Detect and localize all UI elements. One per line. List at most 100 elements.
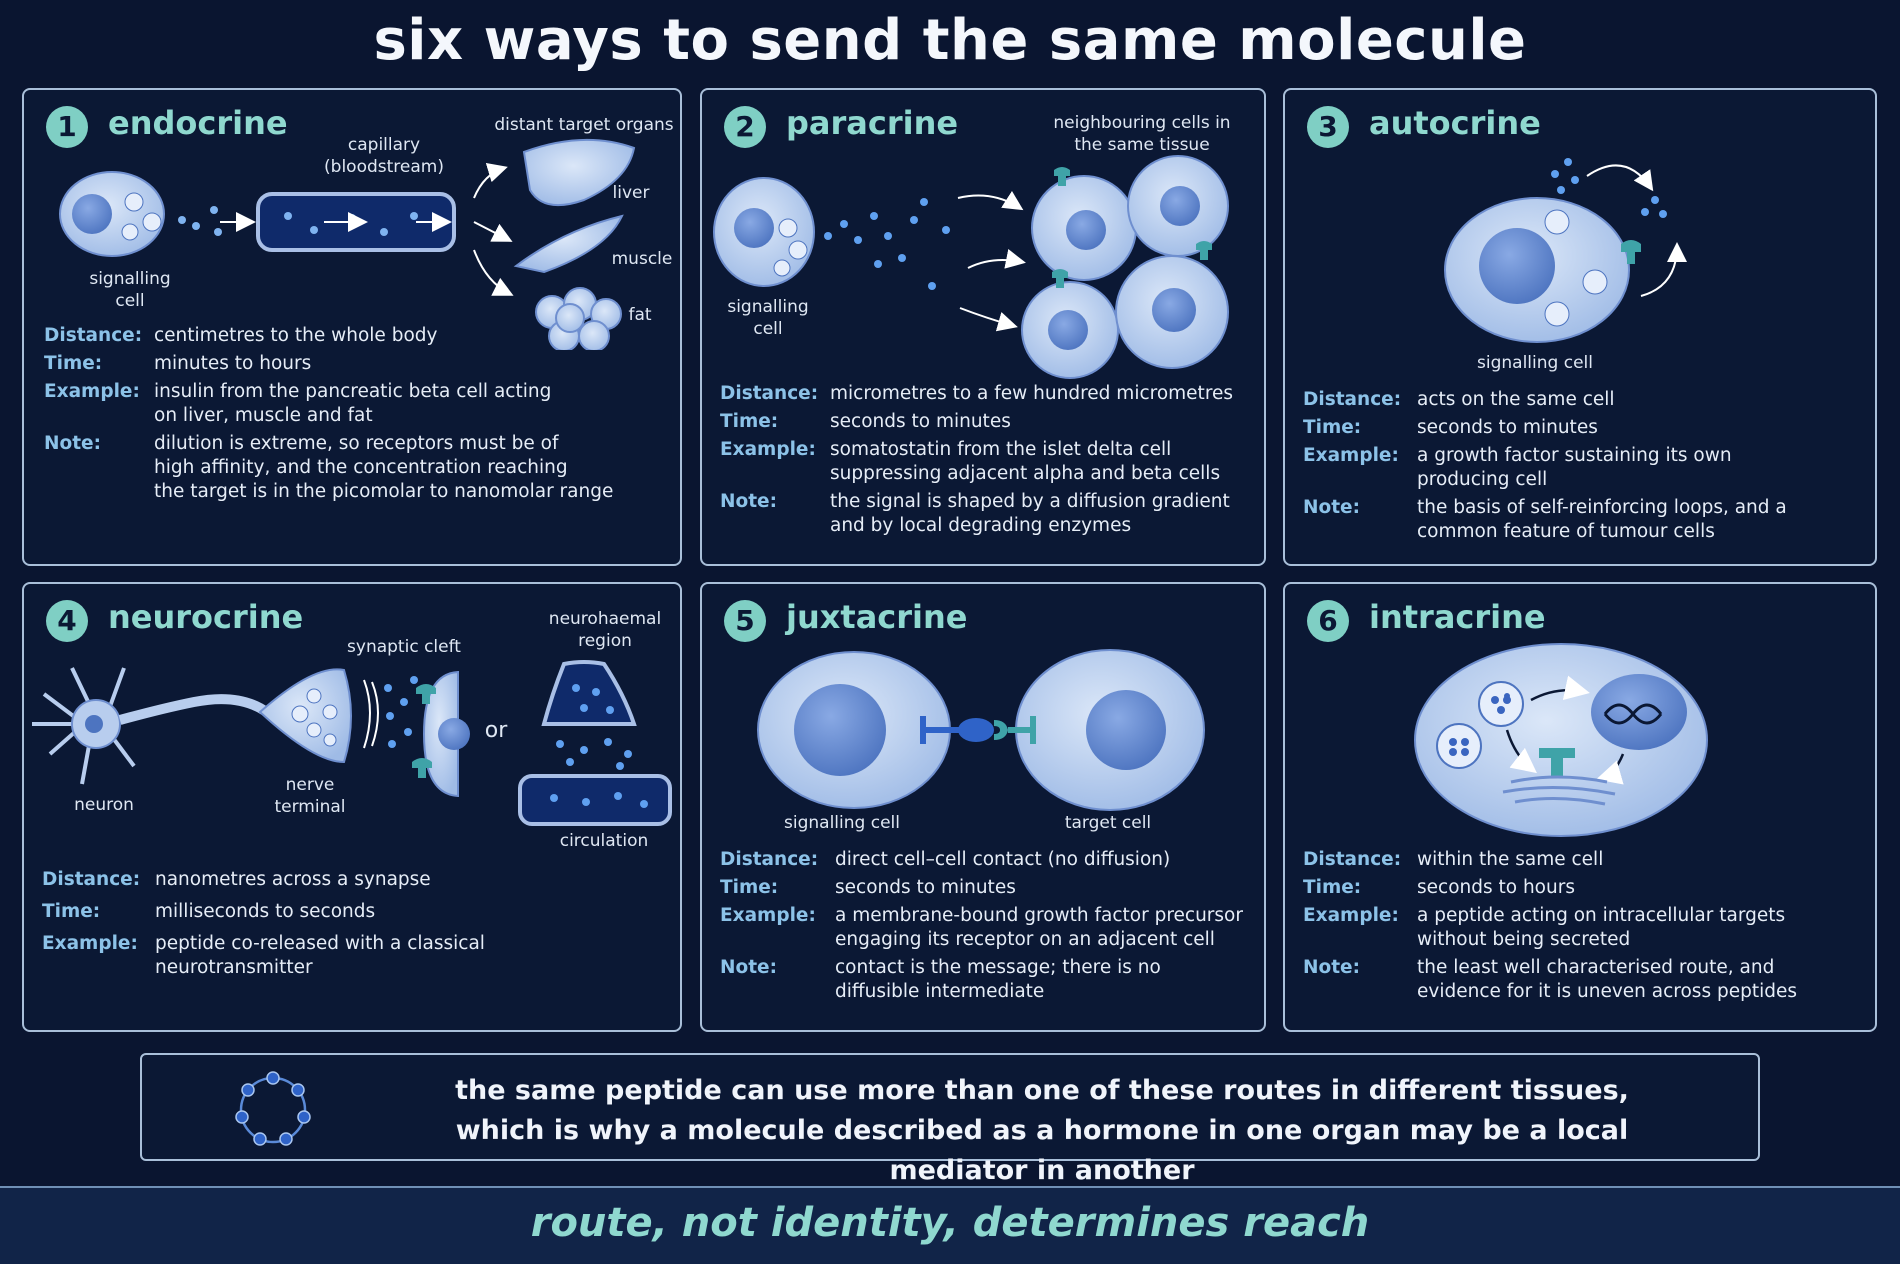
distance-key: Distance: (1303, 389, 1402, 410)
tagline-band: route, not identity, determines reach (0, 1186, 1900, 1264)
receptor-icon (994, 716, 1036, 744)
panel-number-badge: 3 (1307, 106, 1349, 148)
label-signalling-cell: signalling cell (1477, 353, 1593, 373)
example-key: Example: (1303, 445, 1399, 466)
distance-value: centimetres to the whole body (154, 325, 438, 346)
example-value: peptide co-released with a classical neu… (155, 933, 485, 978)
note-key: Note: (720, 491, 777, 512)
label-neurohaemal-region: neurohaemal region (548, 609, 662, 651)
time-key: Time: (42, 901, 101, 922)
distance-key: Distance: (44, 325, 143, 346)
panel-number-badge: 2 (724, 106, 766, 148)
panel-paracrine: 2 paracrine neighbouring cells (700, 88, 1266, 566)
juxtacrine-illustration (757, 649, 1205, 811)
time-key: Time: (720, 411, 779, 432)
distance-key: Distance: (720, 849, 819, 870)
signalling-cell-icon (713, 177, 815, 287)
neurohaemal-icon (518, 660, 672, 826)
label-capillary: capillary (bloodstream) (324, 135, 444, 177)
paracrine-illustration (713, 155, 1229, 379)
signalling-cell-icon (757, 651, 951, 809)
example-key: Example: (720, 905, 816, 926)
distance-value: nanometres across a synapse (155, 869, 431, 890)
distance-value: direct cell–cell contact (no diffusion) (835, 849, 1171, 870)
neighbouring-cells-icon (1021, 155, 1229, 379)
example-value: a growth factor sustaining its own produ… (1417, 445, 1732, 490)
time-value: seconds to hours (1417, 877, 1575, 898)
note-value: the least well characterised route, and … (1417, 957, 1797, 1002)
label-target-cell: target cell (1064, 813, 1152, 833)
time-key: Time: (1303, 417, 1362, 438)
example-value: a peptide acting on intracellular target… (1417, 905, 1786, 950)
signal-molecules-icon (178, 206, 222, 236)
muscle-icon (513, 214, 624, 274)
label-signalling-cell: signalling cell (89, 269, 171, 311)
example-value: a membrane-bound growth factor precursor… (835, 905, 1243, 950)
liver-icon (522, 138, 636, 207)
panel-number-badge: 4 (46, 600, 88, 642)
time-key: Time: (720, 877, 779, 898)
signalling-cell-icon (1444, 197, 1630, 343)
panel-title: endocrine (108, 104, 288, 142)
example-key: Example: (42, 933, 138, 954)
distance-value: acts on the same cell (1417, 389, 1615, 410)
autocrine-illustration (1444, 158, 1687, 343)
panel-autocrine: 3 autocrine signalling cell Distance:act… (1283, 88, 1877, 566)
label-signalling-cell: signalling cell (727, 297, 809, 339)
distance-value: within the same cell (1417, 849, 1604, 870)
label-fat: fat (628, 305, 652, 325)
panel-neurocrine: 4 neurocrine syn (22, 582, 682, 1032)
capillary-icon (256, 192, 456, 252)
receptor-icon (1539, 748, 1575, 778)
membrane-ligand-icon (920, 716, 994, 744)
panel-title: paracrine (786, 104, 959, 142)
signal-molecules-icon (384, 676, 418, 748)
receptor-icon (1621, 240, 1641, 264)
peptide-ring-icon (235, 1071, 311, 1146)
label-neuron: neuron (74, 795, 134, 815)
note-key: Note: (720, 957, 777, 978)
panel-intracrine: 6 intracrine Distance:within the same ce… (1283, 582, 1877, 1032)
label-signalling-cell: signalling cell (784, 813, 900, 833)
autocrine-facts: Distance: acts on the same cell Time: seco… (1303, 388, 1873, 548)
panel-number-badge: 6 (1307, 600, 1349, 642)
neurocrine-facts: Distance: nanometres across a synapse Tim… (42, 868, 662, 984)
neuron-icon (32, 667, 136, 785)
nucleus-dna-icon (1591, 674, 1687, 750)
time-key: Time: (44, 353, 103, 374)
endocrine-facts: Distance: centimetres to the whole body T… (44, 324, 664, 508)
tagline: route, not identity, determines reach (530, 1200, 1370, 1246)
example-value: insulin from the pancreatic beta cell ac… (154, 381, 552, 426)
intracrine-facts: Distance:within the same cell Time:secon… (1303, 848, 1873, 1008)
note-key: Note: (1303, 497, 1360, 518)
signalling-cell-icon (59, 171, 165, 257)
panel-endocrine: 1 endocrine capillary (bloods (22, 88, 682, 566)
signal-molecules-icon (1551, 158, 1667, 218)
neurocrine-illustration (32, 660, 672, 826)
label-or: or (484, 718, 508, 743)
receptor-icon (412, 684, 436, 778)
note-value: the basis of self-reinforcing loops, and… (1417, 497, 1787, 542)
time-value: seconds to minutes (830, 411, 1011, 432)
distance-value: micrometres to a few hundred micrometres (830, 383, 1234, 404)
distance-key: Distance: (42, 869, 141, 890)
fat-icon (535, 287, 622, 350)
time-value: seconds to minutes (1417, 417, 1598, 438)
time-value: seconds to minutes (835, 877, 1016, 898)
label-muscle: muscle (611, 249, 673, 269)
example-key: Example: (720, 439, 816, 460)
panel-number-badge: 5 (724, 600, 766, 642)
label-liver: liver (612, 183, 650, 203)
panel-title: neurocrine (108, 598, 304, 636)
er-membrane-icon (1502, 775, 1616, 806)
distance-key: Distance: (720, 383, 819, 404)
footer-message: the same peptide can use more than one o… (455, 1075, 1629, 1186)
panel-juxtacrine: 5 juxtacrine signalling cell target cell… (700, 582, 1266, 1032)
label-distant-targets: distant target organs (494, 115, 674, 135)
signal-molecules-icon (824, 198, 950, 290)
example-key: Example: (44, 381, 140, 402)
note-key: Note: (44, 433, 101, 454)
note-value: contact is the message; there is no diff… (835, 957, 1161, 1002)
panel-number-badge: 1 (46, 106, 88, 148)
example-key: Example: (1303, 905, 1399, 926)
